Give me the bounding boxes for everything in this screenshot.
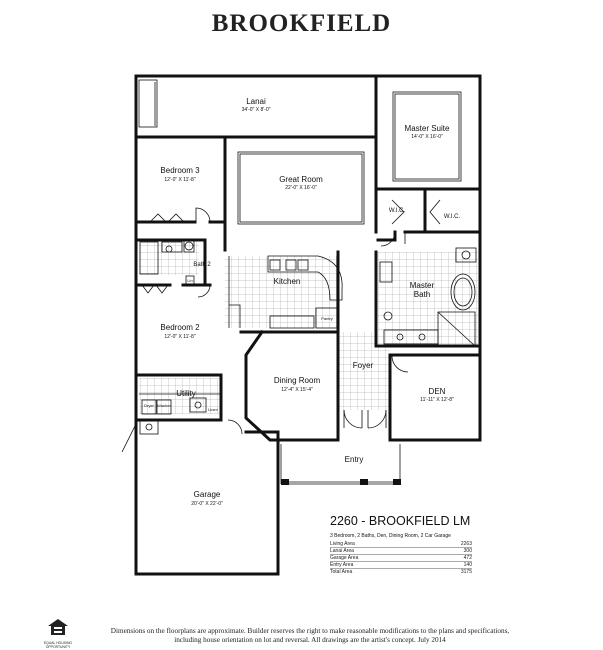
master-bath-label-1: Master [410, 281, 435, 290]
wic2-label: W.I.C. [444, 214, 461, 220]
den-label: DEN [429, 387, 446, 396]
area-total-row: Total Area 3175 [330, 568, 472, 575]
utility-tile [139, 378, 221, 414]
kitchen-label: Kitchen [274, 277, 301, 286]
master-suite-label: Master Suite [405, 124, 450, 133]
utility-label: Utility [176, 389, 196, 398]
dining-room-dims: 12'-4" X 15'-4" [281, 387, 313, 393]
disclaimer-text: Dimensions on the floorplans are approxi… [110, 627, 510, 644]
pantry-label: Pantry [321, 316, 333, 321]
bedroom2-dims: 12'-0" X 11'-8" [164, 334, 195, 340]
dining-room-label: Dining Room [274, 376, 321, 385]
area-label: Living Area [330, 541, 432, 548]
area-row: Lanai Area 300 [330, 547, 472, 555]
bath2-label: Bath 2 [193, 262, 211, 268]
outer-wall [134, 74, 482, 348]
area-label: Entry Area [330, 561, 432, 569]
eho-line-1: EQUAL HOUSING [43, 641, 73, 645]
lanai-dims: 34'-0" X 8'-0" [242, 107, 271, 113]
area-value: 472 [431, 554, 472, 562]
area-value: 300 [431, 547, 472, 555]
plan-features: 3 Bedroom, 2 Baths, Den, Dining Room, 2 … [330, 533, 451, 539]
dryer-label: Dryer [144, 403, 154, 408]
plan-info: 2260 - BROOKFIELD LM 3 Bedroom, 2 Baths,… [330, 514, 472, 575]
washer-label: Washer [157, 403, 171, 408]
great-room-dims: 22'-0" X 16'-0" [285, 185, 317, 191]
den-dims: 11'-11" X 12'-8" [420, 397, 454, 403]
area-row: Garage Area 472 [330, 554, 472, 562]
entry-label: Entry [345, 455, 364, 464]
foyer-label: Foyer [353, 361, 374, 370]
area-label: Garage Area [330, 554, 432, 562]
foyer-tile [338, 332, 390, 410]
bath2-tile [139, 240, 199, 275]
master-suite-dims: 14'-0" X 16'-0" [411, 134, 443, 140]
eho-line-2: OPPORTUNITY [45, 645, 71, 649]
lanai-label: Lanai [246, 97, 266, 106]
master-suite-tray [392, 91, 462, 182]
model-name: 2260 - BROOKFIELD LM [330, 514, 471, 528]
area-value: 140 [431, 561, 472, 569]
equal-housing-logo: EQUAL HOUSING OPPORTUNITY [40, 618, 76, 649]
area-value: 2263 [431, 541, 472, 548]
area-label: Lanai Area [330, 547, 432, 555]
linen2-label: Linen [208, 407, 218, 412]
total-label: Total Area [330, 568, 432, 575]
total-value: 3175 [431, 568, 472, 575]
garage-dims: 20'-0" X 22'-0" [191, 501, 223, 507]
area-row: Living Area 2263 [330, 541, 472, 548]
bedroom3-dims: 12'-0" X 11'-8" [164, 177, 195, 183]
area-row: Entry Area 140 [330, 561, 472, 569]
great-room-label: Great Room [279, 175, 323, 184]
master-bath-tile [378, 252, 478, 347]
plan-title: BROOKFIELD [211, 10, 392, 37]
bedroom2-label: Bedroom 2 [160, 323, 200, 332]
equal-housing-icon [48, 619, 68, 635]
great-room-tray [237, 151, 365, 225]
linen-label: Lin [187, 278, 192, 283]
bedroom3-label: Bedroom 3 [160, 166, 200, 175]
master-bath-label-2: Bath [414, 290, 430, 299]
area-table: Living Area 2263 Lanai Area 300 Garage A… [330, 541, 472, 575]
wic1-label: W.I.C. [389, 208, 406, 214]
garage-label: Garage [194, 490, 221, 499]
